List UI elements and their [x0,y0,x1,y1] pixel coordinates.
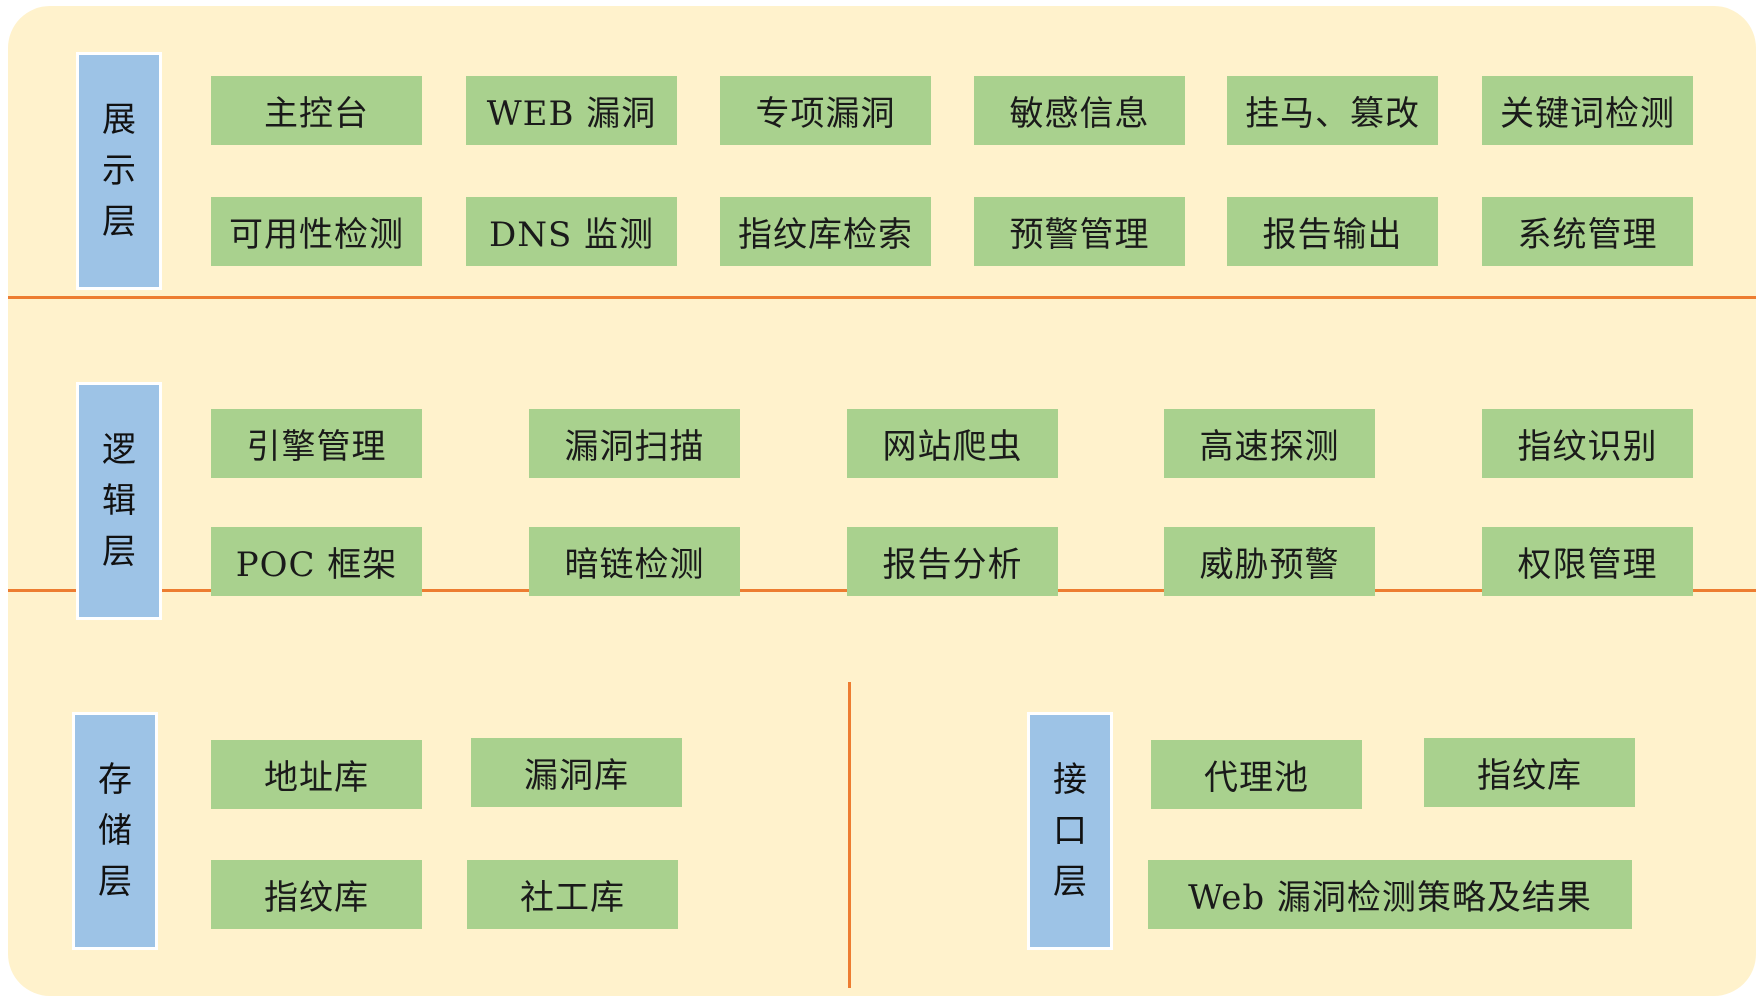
module-fingerprint-search: 指纹库检索 [720,197,931,266]
architecture-panel: 展 示 层 主控台 WEB 漏洞 专项漏洞 敏感信息 挂马、篡改 关键词检测 可… [8,6,1756,996]
module-alert-management: 预警管理 [974,197,1185,266]
module-vulnerability-library: 漏洞库 [471,738,682,807]
storage-label-char-1: 存 [98,759,132,800]
module-permission-management: 权限管理 [1482,527,1693,596]
presentation-layer-label: 展 示 层 [76,52,162,290]
module-trojan-tamper: 挂马、篡改 [1227,76,1438,145]
module-fingerprint-library: 指纹库 [211,860,422,929]
module-fingerprint-recognition: 指纹识别 [1482,409,1693,478]
module-interface-fingerprint-library: 指纹库 [1424,738,1635,807]
storage-label-char-2: 储 [98,810,132,851]
module-hidden-link-detection: 暗链检测 [529,527,740,596]
presentation-label-char-3: 层 [102,201,136,242]
presentation-label-char-2: 示 [102,150,136,191]
module-keyword-detection: 关键词检测 [1482,76,1693,145]
interface-label-char-3: 层 [1053,861,1087,902]
module-poc-framework: POC 框架 [211,527,422,596]
storage-label-char-3: 层 [98,861,132,902]
divider-storage-interface [848,682,851,988]
module-special-vulnerability: 专项漏洞 [720,76,931,145]
interface-layer-label: 接 口 层 [1027,712,1113,950]
storage-layer-label: 存 储 层 [72,712,158,950]
module-engine-management: 引擎管理 [211,409,422,478]
module-proxy-pool: 代理池 [1151,740,1362,809]
module-web-vuln-strategy-results: Web 漏洞检测策略及结果 [1148,860,1632,929]
module-web-crawler: 网站爬虫 [847,409,1058,478]
logic-label-char-3: 层 [102,531,136,572]
interface-label-char-2: 口 [1053,810,1087,851]
module-availability-detection: 可用性检测 [211,197,422,266]
logic-label-char-2: 辑 [102,480,136,521]
module-social-engineering-library: 社工库 [467,860,678,929]
module-high-speed-probe: 高速探测 [1164,409,1375,478]
module-system-management: 系统管理 [1482,197,1693,266]
module-vulnerability-scan: 漏洞扫描 [529,409,740,478]
interface-label-char-1: 接 [1053,759,1087,800]
module-report-analysis: 报告分析 [847,527,1058,596]
module-report-output: 报告输出 [1227,197,1438,266]
module-address-library: 地址库 [211,740,422,809]
module-sensitive-info: 敏感信息 [974,76,1185,145]
module-dns-monitoring: DNS 监测 [466,197,677,266]
module-threat-alert: 威胁预警 [1164,527,1375,596]
logic-layer-label: 逻 辑 层 [76,382,162,620]
divider-presentation-logic [8,296,1756,299]
presentation-label-char-1: 展 [102,99,136,140]
module-main-console: 主控台 [211,76,422,145]
module-web-vulnerability: WEB 漏洞 [466,76,677,145]
logic-label-char-1: 逻 [102,429,136,470]
